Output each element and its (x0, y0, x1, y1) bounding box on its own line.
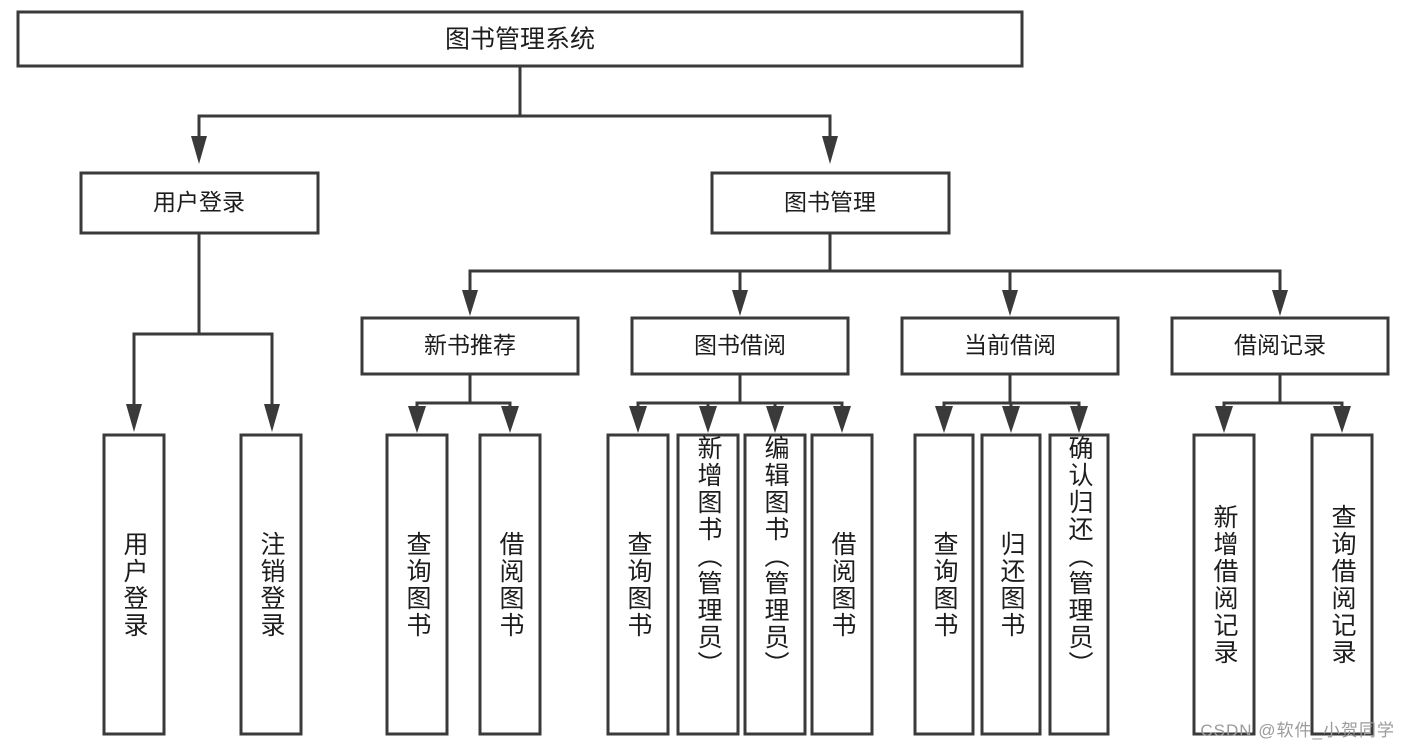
arrow-current-borrow (1002, 290, 1018, 316)
node-book-management[interactable]: 图书管理 (710, 171, 951, 235)
connector-book-borrow-to-leaves (629, 372, 851, 433)
arrow-leaf-edit-book (766, 406, 784, 433)
arrow-leaf-borrow-book-2 (833, 406, 851, 433)
csdn-watermark: CSDN @软件_小贺同学 (1200, 721, 1395, 740)
leaf-user-logout-box[interactable] (239, 433, 303, 736)
node-root-label: 图书管理系统 (445, 26, 595, 54)
node-root[interactable]: 图书管理系统 (16, 10, 1024, 68)
arrow-leaf-add-record (1215, 406, 1233, 433)
connector-current-borrow-to-leaves (935, 372, 1088, 433)
arrow-leaf-user-logout (264, 404, 280, 432)
arrow-leaf-borrow-book-1 (501, 406, 519, 433)
arrow-leaf-query-record (1333, 406, 1351, 433)
leaf-user-login-box[interactable] (102, 433, 166, 736)
leaf-add-record-box[interactable] (1192, 433, 1256, 736)
node-user-login[interactable]: 用户登录 (79, 171, 320, 235)
connector-root-to-level1 (191, 64, 838, 164)
node-book-management-label: 图书管理 (784, 189, 876, 215)
node-current-borrow-box[interactable] (900, 316, 1120, 376)
arrow-leaf-return-book (1002, 406, 1020, 433)
node-user-login-label: 用户登录 (153, 189, 245, 215)
node-current-borrow[interactable]: 当前借阅 (900, 316, 1120, 376)
leaf-borrow-book-2-box[interactable] (810, 433, 874, 736)
node-book-management-box[interactable] (710, 171, 951, 235)
arrow-leaf-query-book-3 (935, 406, 953, 433)
node-borrow-record-box[interactable] (1170, 316, 1390, 376)
leaf-borrow-book-1-box[interactable] (478, 433, 542, 736)
leaf-return-book-box[interactable] (980, 433, 1042, 736)
arrow-book-management (822, 136, 838, 164)
connector-new-book-recommend-to-leaves (408, 372, 519, 433)
arrow-new-book-recommend (462, 290, 478, 316)
leaf-add-book-box[interactable] (676, 433, 740, 736)
leaf-query-book-1-box[interactable] (385, 433, 449, 736)
arrow-user-login (191, 136, 207, 164)
connector-book-management-to-level2 (462, 231, 1288, 316)
node-borrow-record[interactable]: 借阅记录 (1170, 316, 1390, 376)
node-new-book-recommend[interactable]: 新书推荐 (360, 316, 580, 376)
leaf-edit-book-box[interactable] (743, 433, 807, 736)
node-new-book-recommend-label: 新书推荐 (424, 332, 516, 358)
node-current-borrow-label: 当前借阅 (964, 332, 1056, 358)
node-book-borrow-box[interactable] (630, 316, 850, 376)
leaf-query-record-box[interactable] (1310, 433, 1374, 736)
node-new-book-recommend-box[interactable] (360, 316, 580, 376)
connector-user-login-to-leaves (126, 231, 280, 432)
arrow-leaf-query-book-1 (408, 406, 426, 433)
leaf-query-book-3-box[interactable] (913, 433, 975, 736)
connector-borrow-record-to-leaves (1215, 372, 1351, 433)
node-book-borrow-label: 图书借阅 (694, 332, 786, 358)
arrow-leaf-user-login (126, 404, 142, 432)
node-book-borrow[interactable]: 图书借阅 (630, 316, 850, 376)
leaf-query-book-2-box[interactable] (606, 433, 670, 736)
leaf-confirm-return-box[interactable] (1048, 433, 1110, 736)
node-root-box[interactable] (16, 10, 1024, 68)
arrow-leaf-confirm-return (1070, 406, 1088, 433)
arrow-leaf-query-book-2 (629, 406, 647, 433)
node-borrow-record-label: 借阅记录 (1234, 332, 1326, 358)
arrow-borrow-record (1272, 290, 1288, 316)
arrow-leaf-add-book (699, 406, 717, 433)
arrow-book-borrow (732, 290, 748, 316)
